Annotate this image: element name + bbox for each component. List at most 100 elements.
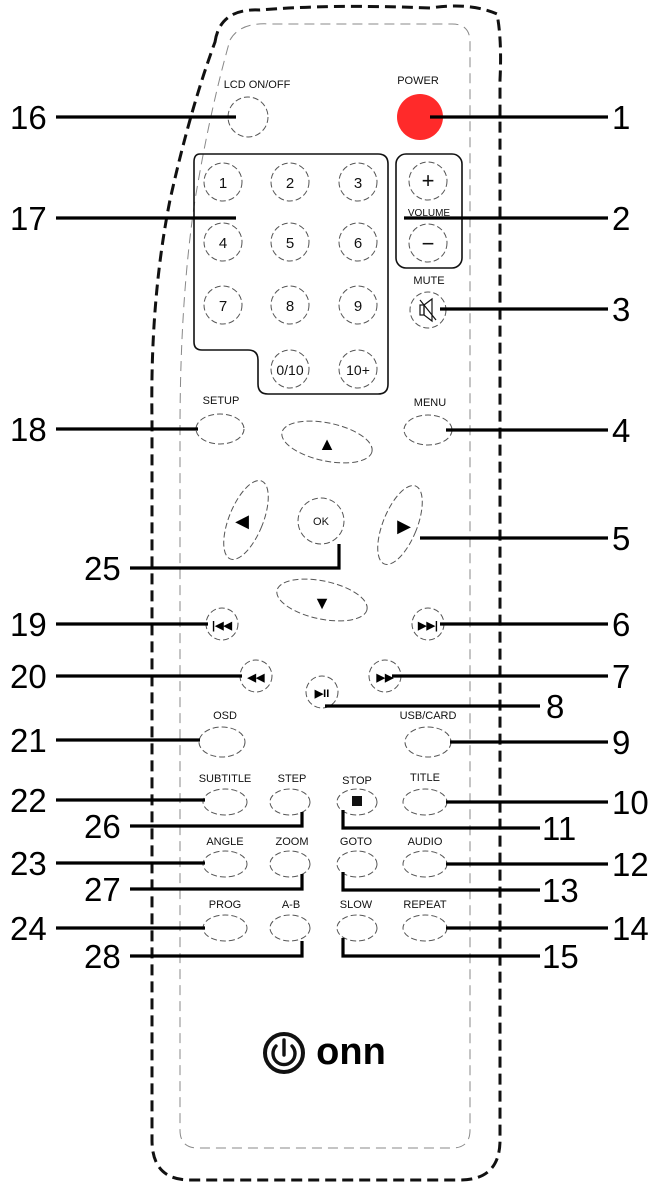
subtitle-button[interactable] xyxy=(202,788,248,816)
play-pause-button[interactable]: ▶II xyxy=(305,675,339,709)
power-icon xyxy=(263,1032,305,1074)
audio-button[interactable] xyxy=(402,850,448,878)
key-6[interactable]: 6 xyxy=(338,222,378,262)
callout-27: 27 xyxy=(84,871,121,908)
left-arrow-icon: ◀ xyxy=(235,511,249,531)
stop-icon xyxy=(352,796,362,806)
callout-11: 11 xyxy=(542,810,576,847)
next-icon: ▶▶| xyxy=(417,620,438,632)
nav-up-button[interactable]: ▲ xyxy=(278,414,376,470)
brand-wordmark: onn xyxy=(316,1031,386,1073)
svg-text:10+: 10+ xyxy=(346,362,370,378)
power-button[interactable] xyxy=(397,94,443,140)
volume-up-button[interactable]: + xyxy=(408,161,448,201)
callout-7: 7 xyxy=(612,658,630,695)
key-1[interactable]: 1 xyxy=(203,162,243,202)
next-button[interactable]: ▶▶| xyxy=(411,607,445,641)
svg-text:8: 8 xyxy=(286,298,294,315)
key-10-plus[interactable]: 10+ xyxy=(338,349,378,389)
svg-text:−: − xyxy=(422,231,435,256)
osd-button[interactable] xyxy=(198,726,246,758)
callout-24: 24 xyxy=(10,910,47,947)
callout-8: 8 xyxy=(546,688,564,725)
play-pause-icon: ▶II xyxy=(314,688,330,700)
key-7[interactable]: 7 xyxy=(203,285,243,325)
svg-text:7: 7 xyxy=(219,298,227,315)
prev-icon: |◀◀ xyxy=(212,620,233,632)
slow-button[interactable] xyxy=(336,914,378,942)
svg-text:1: 1 xyxy=(219,175,227,192)
angle-button[interactable] xyxy=(202,850,248,878)
svg-text:9: 9 xyxy=(354,298,362,315)
svg-text:0/10: 0/10 xyxy=(276,362,303,378)
svg-text:3: 3 xyxy=(354,175,362,192)
callout-3: 3 xyxy=(612,291,630,328)
usb-card-button[interactable] xyxy=(404,726,452,758)
callout-14: 14 xyxy=(612,910,649,947)
usb-label: USB/CARD xyxy=(400,710,457,722)
repeat-label: REPEAT xyxy=(403,899,446,911)
subtitle-label: SUBTITLE xyxy=(199,773,252,785)
volume-group-box xyxy=(395,153,463,269)
nav-right-button[interactable]: ▶ xyxy=(369,480,432,571)
goto-label: GOTO xyxy=(340,836,373,848)
speaker-mute-icon xyxy=(419,297,437,323)
callout-23: 23 xyxy=(10,845,47,882)
callout-6: 6 xyxy=(612,606,630,643)
key-3[interactable]: 3 xyxy=(338,162,378,202)
rewind-button[interactable]: ◀◀ xyxy=(239,659,273,693)
goto-button[interactable] xyxy=(336,850,378,878)
prev-button[interactable]: |◀◀ xyxy=(205,607,239,641)
nav-left-button[interactable]: ◀ xyxy=(215,475,278,566)
lcd-onoff-button[interactable] xyxy=(227,96,269,138)
lcd-label: LCD ON/OFF xyxy=(224,79,291,91)
nav-down-button[interactable]: ▼ xyxy=(273,572,371,628)
volume-down-button[interactable]: − xyxy=(408,223,448,263)
ab-label: A-B xyxy=(282,899,300,911)
ab-button[interactable] xyxy=(269,914,311,942)
callout-13: 13 xyxy=(542,872,579,909)
down-arrow-icon: ▼ xyxy=(313,593,331,613)
power-label: POWER xyxy=(397,75,439,87)
right-arrow-icon: ▶ xyxy=(397,516,411,536)
callout-28: 28 xyxy=(84,938,121,975)
step-button[interactable] xyxy=(269,788,311,816)
repeat-button[interactable] xyxy=(402,914,448,942)
stop-button[interactable] xyxy=(336,788,378,816)
fast-forward-icon: ▶▶ xyxy=(376,672,394,684)
menu-label: MENU xyxy=(414,397,446,409)
svg-text:2: 2 xyxy=(286,175,294,192)
key-0-10[interactable]: 0/10 xyxy=(270,349,310,389)
angle-label: ANGLE xyxy=(206,836,243,848)
menu-button[interactable] xyxy=(403,414,453,446)
key-2[interactable]: 2 xyxy=(270,162,310,202)
title-button[interactable] xyxy=(402,788,448,816)
callout-19: 19 xyxy=(10,606,47,643)
callout-1: 1 xyxy=(612,99,630,136)
callout-21: 21 xyxy=(10,722,47,759)
remote-inner-outline xyxy=(179,23,471,1149)
callout-9: 9 xyxy=(612,724,630,761)
callout-4: 4 xyxy=(612,412,630,449)
audio-label: AUDIO xyxy=(408,836,443,848)
keypad: 1 2 3 4 5 6 7 8 9 0/10 10+ xyxy=(203,162,378,389)
callout-26: 26 xyxy=(84,808,121,845)
key-4[interactable]: 4 xyxy=(203,222,243,262)
key-8[interactable]: 8 xyxy=(270,285,310,325)
key-9[interactable]: 9 xyxy=(338,285,378,325)
callout-5: 5 xyxy=(612,520,630,557)
callout-22: 22 xyxy=(10,782,47,819)
title-label: TITLE xyxy=(410,772,440,784)
callout-25: 25 xyxy=(84,550,121,587)
setup-button[interactable] xyxy=(195,413,245,445)
up-arrow-icon: ▲ xyxy=(318,434,336,454)
prog-button[interactable] xyxy=(202,914,248,942)
mute-button[interactable] xyxy=(409,291,447,329)
prog-label: PROG xyxy=(209,899,241,911)
callout-18: 18 xyxy=(10,411,47,448)
zoom-button[interactable] xyxy=(269,850,311,878)
callout-15: 15 xyxy=(542,938,579,975)
key-5[interactable]: 5 xyxy=(270,222,310,262)
ok-button[interactable]: OK xyxy=(297,497,345,545)
